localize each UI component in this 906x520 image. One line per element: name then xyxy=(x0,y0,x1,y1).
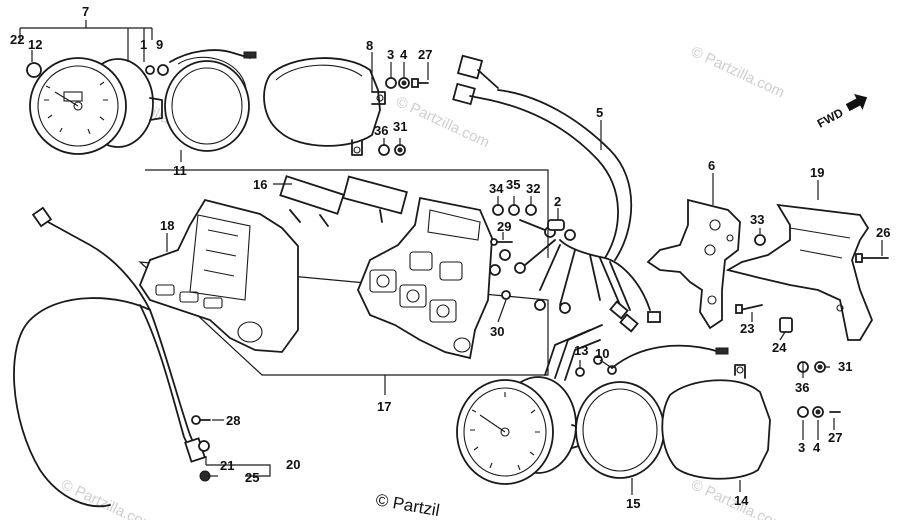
bracket-hardware xyxy=(735,234,889,333)
callout-7-top: 7 xyxy=(82,4,89,19)
wire-harness xyxy=(452,54,661,333)
callout-22: 22 xyxy=(10,32,24,47)
callout-16: 16 xyxy=(253,177,267,192)
tachometer-ring xyxy=(575,381,665,479)
leader-lines xyxy=(19,20,883,495)
callout-4-bottom: 4 xyxy=(813,440,821,455)
tachometer-case xyxy=(661,364,771,480)
callout-36-bottom: 36 xyxy=(795,380,809,395)
speedometer-cable xyxy=(13,206,211,508)
tach-wire-connector xyxy=(715,347,729,355)
tach-hardware xyxy=(797,361,841,418)
callout-4-top: 4 xyxy=(400,47,408,62)
copyright-text: © Partzil xyxy=(374,490,441,520)
watermark-3: © Partzilla.com xyxy=(688,43,787,101)
callout-10: 10 xyxy=(595,346,609,361)
fwd-arrow-icon xyxy=(845,94,868,112)
cover-bracket xyxy=(725,203,874,341)
indicator-panel xyxy=(138,198,299,353)
callout-36-top: 36 xyxy=(374,123,388,138)
callout-19: 19 xyxy=(810,165,824,180)
callout-12: 12 xyxy=(28,37,42,52)
speedometer-assembly xyxy=(26,57,169,155)
meter-bracket xyxy=(646,198,741,330)
speedometer-wire xyxy=(169,49,251,63)
callout-31-top: 31 xyxy=(393,119,407,134)
fwd-indicator: FWD xyxy=(815,94,868,131)
callout-24: 24 xyxy=(772,340,787,355)
callout-28: 28 xyxy=(226,413,240,428)
wire-connector xyxy=(243,51,257,59)
tachometer-assembly xyxy=(456,324,617,485)
callout-13: 13 xyxy=(574,343,588,358)
watermark-2: © Partzilla.com xyxy=(393,93,492,151)
callout-labels: 7 22 12 1 9 11 8 3 4 27 36 31 5 6 19 33 … xyxy=(10,4,890,511)
callout-18: 18 xyxy=(160,218,174,233)
callout-20: 20 xyxy=(286,457,300,472)
tachometer-wire xyxy=(611,344,721,369)
callout-32: 32 xyxy=(526,181,540,196)
watermark-4: © Partzilla.com xyxy=(58,476,157,520)
callout-23: 23 xyxy=(740,321,754,336)
callout-14: 14 xyxy=(734,493,749,508)
speedometer-ring xyxy=(164,56,250,152)
callout-17: 17 xyxy=(377,399,391,414)
callout-5: 5 xyxy=(596,105,603,120)
callout-9: 9 xyxy=(156,37,163,52)
fwd-label: FWD xyxy=(815,105,846,130)
callout-3-bottom: 3 xyxy=(798,440,805,455)
callout-1-top: 1 xyxy=(140,37,147,52)
callout-30: 30 xyxy=(490,324,504,339)
callout-26: 26 xyxy=(876,225,890,240)
speedometer-case xyxy=(263,57,386,156)
callout-35: 35 xyxy=(506,177,520,192)
callout-27-top: 27 xyxy=(418,47,432,62)
callout-29: 29 xyxy=(497,219,511,234)
callout-21: 21 xyxy=(220,458,234,473)
callout-31-bottom: 31 xyxy=(838,359,852,374)
callout-6: 6 xyxy=(708,158,715,173)
callout-25: 25 xyxy=(245,470,259,485)
callout-2: 2 xyxy=(554,194,561,209)
indicator-switch xyxy=(279,175,408,227)
callout-11: 11 xyxy=(173,163,187,178)
callout-8: 8 xyxy=(366,38,373,53)
callout-33: 33 xyxy=(750,212,764,227)
callout-27-bottom: 27 xyxy=(828,430,842,445)
callout-15: 15 xyxy=(626,496,640,511)
callout-3-top: 3 xyxy=(387,47,394,62)
callout-34: 34 xyxy=(489,181,504,196)
light-housing xyxy=(357,196,493,360)
